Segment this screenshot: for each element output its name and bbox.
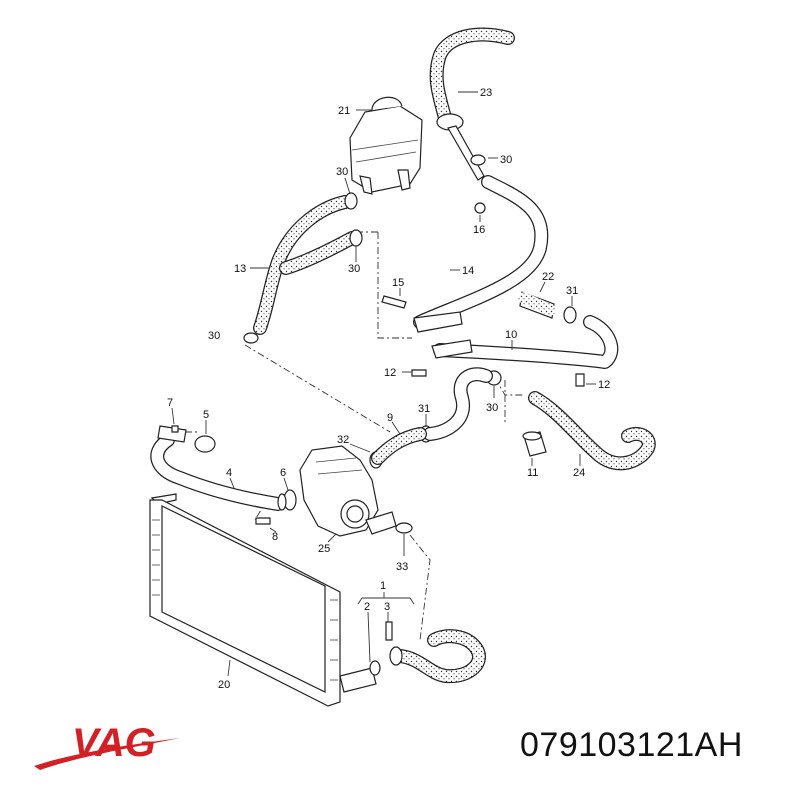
connector-11 <box>522 431 547 457</box>
callout-8: 8 <box>272 531 278 543</box>
callout-22: 22 <box>542 271 554 283</box>
callout-30: 30 <box>336 166 348 178</box>
callout-13: 13 <box>234 263 246 275</box>
pipe-14 <box>413 175 549 333</box>
callout-7: 7 <box>167 397 173 409</box>
thermostat-housing-25 <box>277 445 397 537</box>
pipe-4 <box>150 425 285 511</box>
callout-30: 30 <box>486 402 498 414</box>
callout-30: 30 <box>500 154 512 166</box>
callout-12: 12 <box>384 367 396 379</box>
callout-4: 4 <box>226 467 232 479</box>
logo-text: VAG <box>72 721 156 765</box>
hose-22 <box>518 291 556 319</box>
callout-15: 15 <box>392 277 404 289</box>
callout-33: 33 <box>396 561 408 573</box>
callout-2: 2 <box>364 601 370 613</box>
callout-30: 30 <box>208 330 220 342</box>
callout-5: 5 <box>203 409 209 421</box>
hose-23 <box>429 27 515 181</box>
leader-lines <box>171 91 596 677</box>
part-number: 079103121AH <box>520 726 743 764</box>
vag-logo: VAG <box>34 721 180 770</box>
callout-25: 25 <box>318 543 330 555</box>
callout-11: 11 <box>527 467 538 479</box>
expansion-tank-21 <box>349 96 423 195</box>
pipe-10 <box>431 315 619 369</box>
hose-24 <box>528 391 656 471</box>
lower-hose-1 <box>369 621 486 684</box>
callout-21: 21 <box>338 105 350 117</box>
callout-6: 6 <box>280 467 286 479</box>
callout-labels: 23 21 30 30 30 16 13 14 15 22 31 30 10 1… <box>167 87 610 691</box>
callout-3: 3 <box>384 601 390 613</box>
callout-16: 16 <box>473 224 485 236</box>
hose-13 <box>253 195 359 335</box>
logo-swoosh <box>34 738 180 770</box>
callout-9: 9 <box>387 412 393 424</box>
callout-12: 12 <box>598 379 610 391</box>
callout-14: 14 <box>462 265 474 277</box>
callout-10: 10 <box>505 329 517 341</box>
hose-9 <box>371 367 493 465</box>
callout-31: 31 <box>566 285 578 297</box>
radiator-20 <box>149 493 377 707</box>
callout-1: 1 <box>380 580 386 592</box>
callout-24: 24 <box>573 467 585 479</box>
bolts <box>171 202 585 525</box>
callout-32: 32 <box>337 434 349 446</box>
callout-31: 31 <box>418 403 430 415</box>
callout-30: 30 <box>348 263 360 275</box>
callout-23: 23 <box>480 87 492 99</box>
callout-20: 20 <box>218 679 230 691</box>
